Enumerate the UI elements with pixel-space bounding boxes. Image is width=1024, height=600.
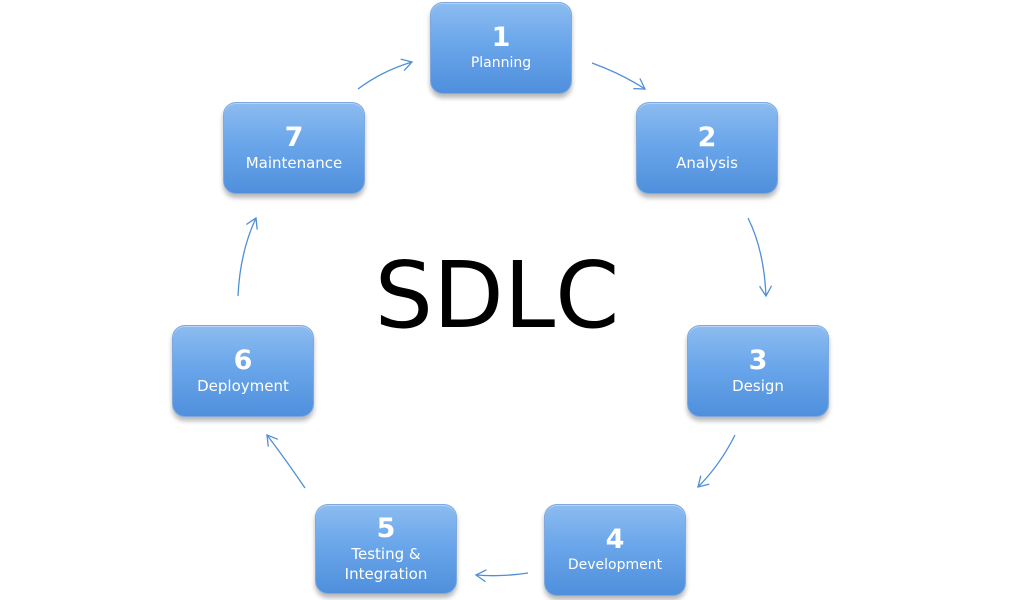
phase-number: 2 — [697, 122, 717, 153]
phase-maintenance: 7 Maintenance — [223, 102, 365, 194]
phase-label: Design — [732, 377, 784, 395]
phase-deployment: 6 Deployment — [172, 325, 314, 417]
arrow-4-to-5 — [474, 569, 529, 583]
phase-number: 1 — [491, 22, 511, 53]
arrow-6-to-7 — [237, 216, 258, 297]
phase-number: 5 — [376, 513, 396, 544]
phase-testing-integration: 5 Testing & Integration — [315, 504, 457, 594]
phase-development: 4 Development — [544, 504, 686, 596]
phase-label: Development — [567, 557, 663, 573]
phase-label: Planning — [470, 55, 532, 71]
phase-label: Deployment — [197, 377, 289, 395]
arrow-5-to-6 — [266, 433, 306, 489]
arrow-1-to-2 — [591, 62, 647, 90]
phase-analysis: 2 Analysis — [636, 102, 778, 194]
diagram-title: SDLC — [374, 242, 620, 349]
phase-design: 3 Design — [687, 325, 829, 417]
phase-label: Testing & Integration — [344, 545, 428, 583]
phase-number: 4 — [605, 524, 625, 555]
phase-label: Maintenance — [245, 154, 343, 172]
phase-number: 7 — [284, 122, 304, 153]
phase-number: 6 — [233, 345, 253, 376]
arrow-7-to-1 — [357, 58, 414, 90]
phase-label: Analysis — [676, 154, 738, 172]
arrow-2-to-3 — [747, 217, 773, 298]
phase-number: 3 — [748, 345, 768, 376]
arrow-3-to-4 — [697, 434, 736, 488]
phase-planning: 1 Planning — [430, 2, 572, 94]
